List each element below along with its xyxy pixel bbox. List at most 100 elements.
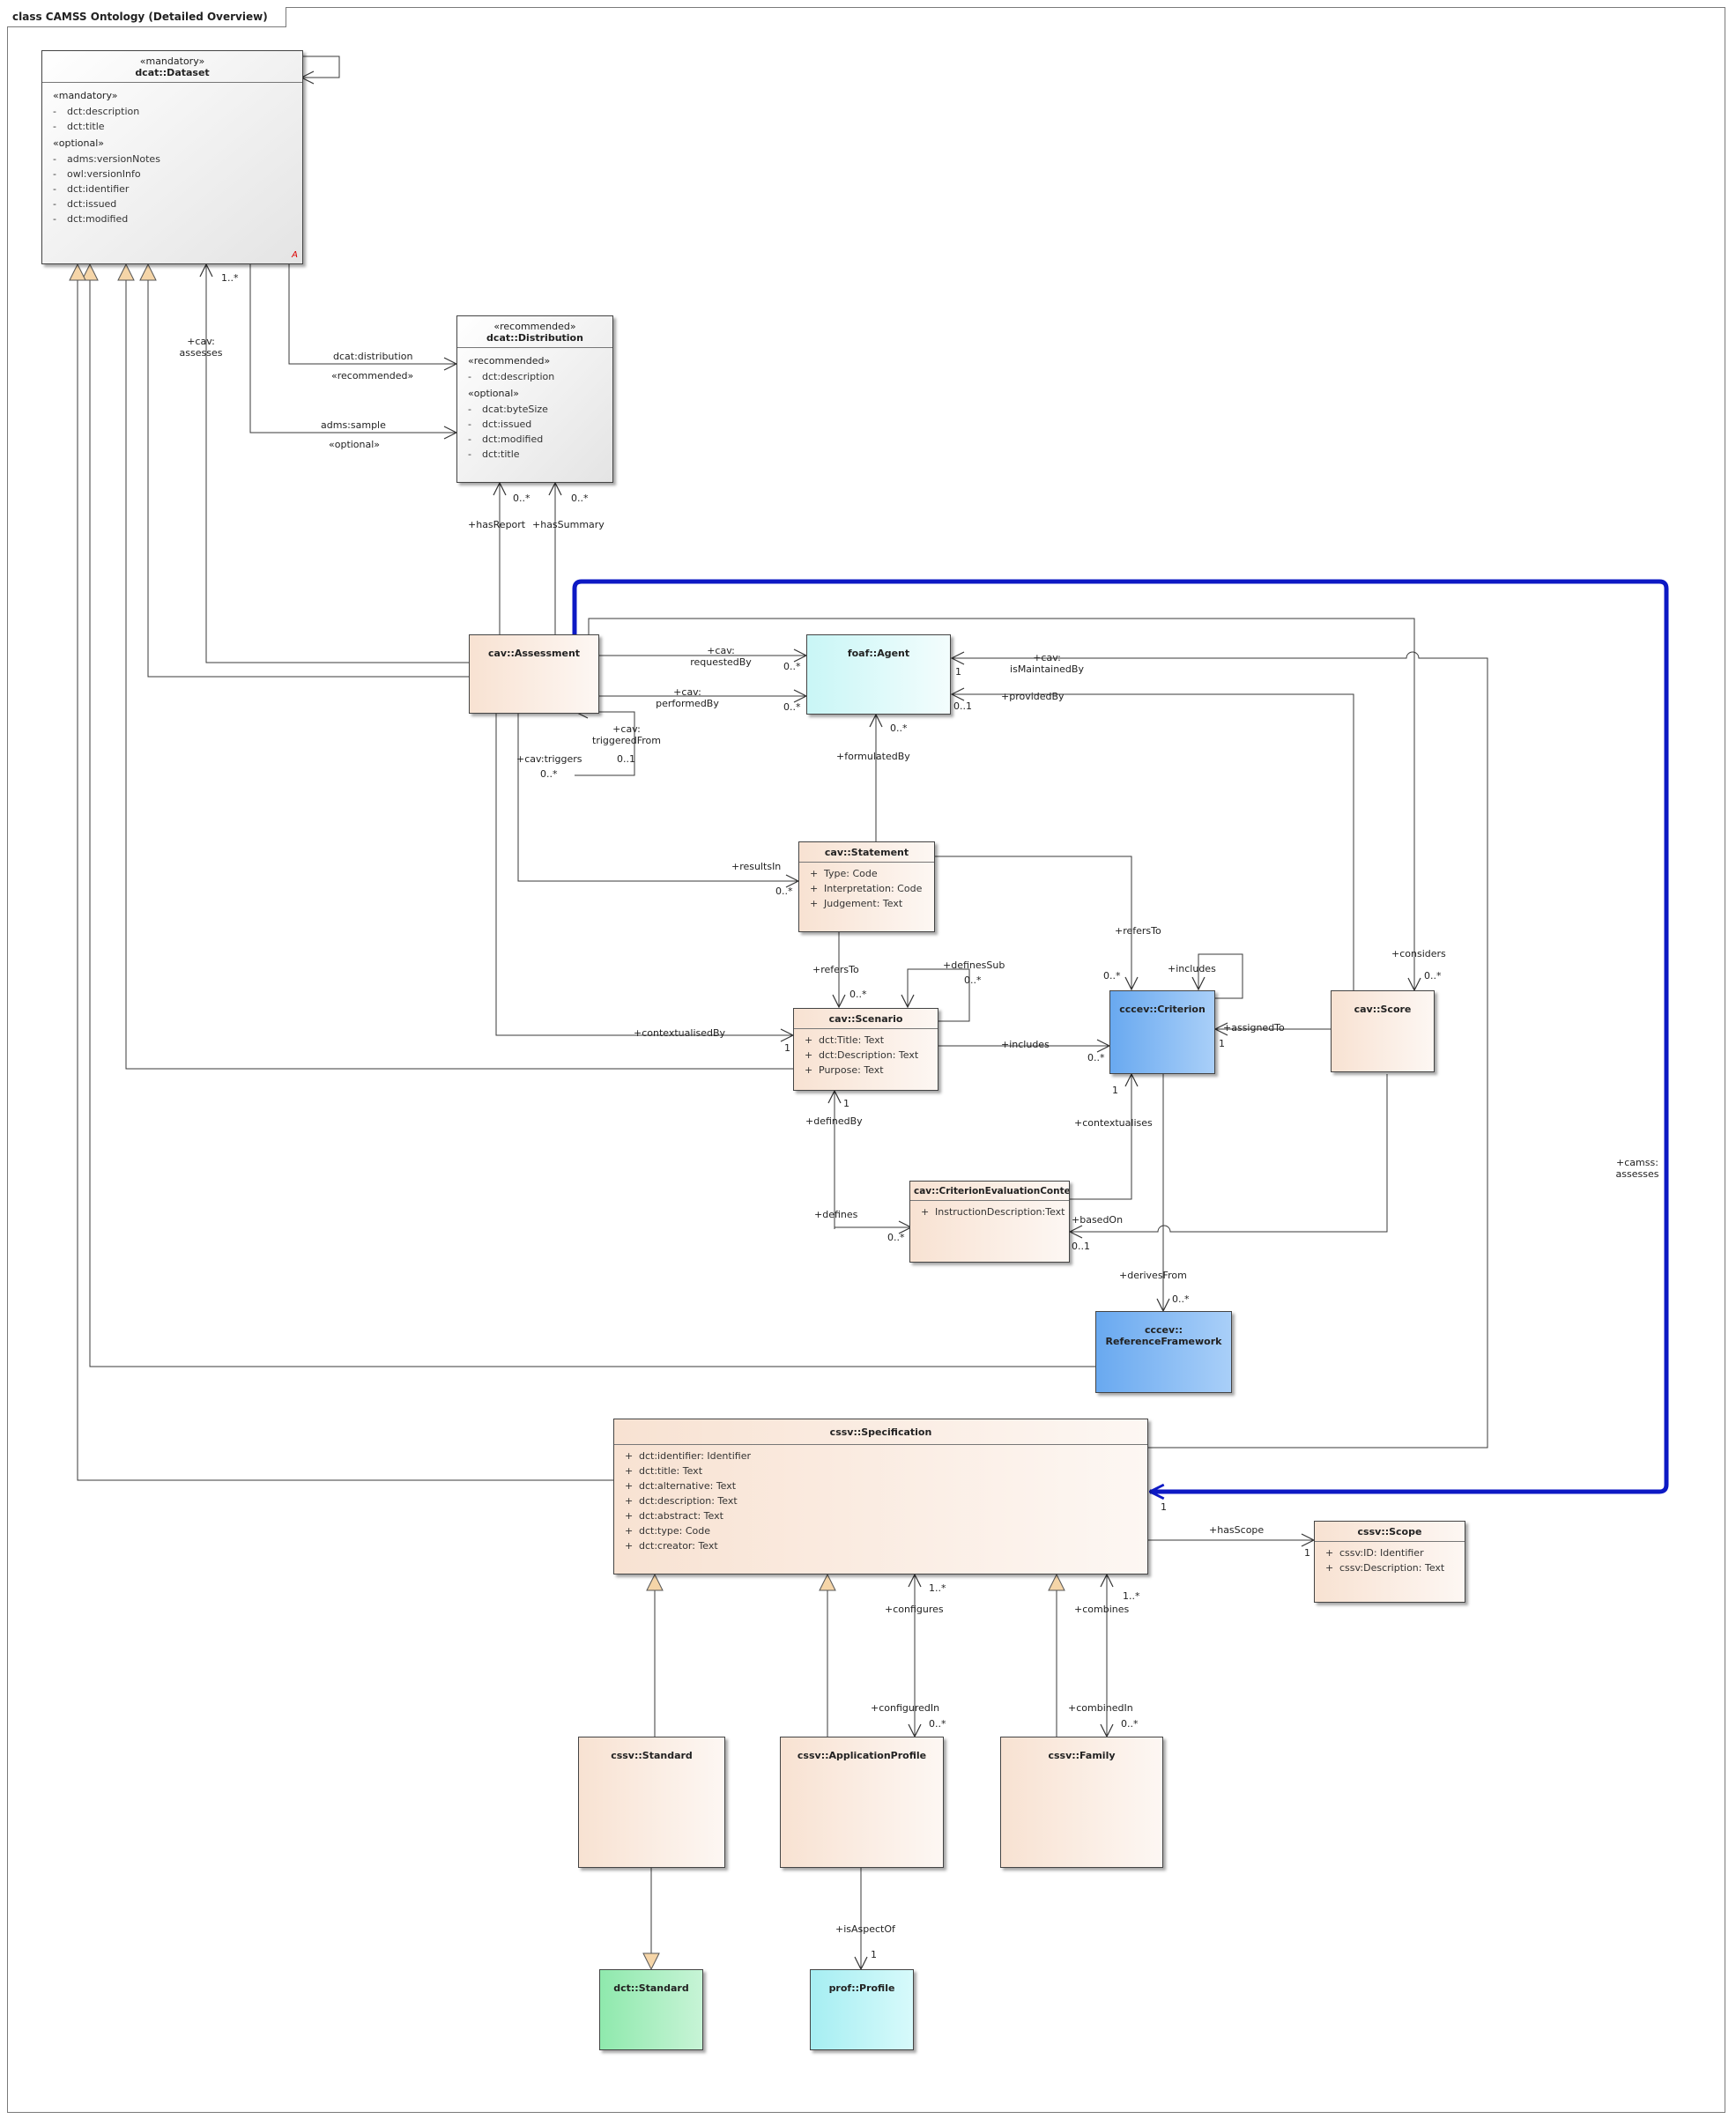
- diagram-title: class CAMSS Ontology (Detailed Overview): [7, 7, 286, 27]
- class-cav-assessment[interactable]: cav::Assessment: [469, 634, 599, 714]
- label-adms-sample: adms:sample: [321, 419, 386, 431]
- statement-attr: +Interpretation: Code: [810, 883, 923, 894]
- scope-name: cssv::Scope: [1357, 1526, 1422, 1537]
- label-assigned-to: +assignedTo: [1223, 1022, 1285, 1034]
- edge-adms-sample: [249, 264, 456, 433]
- label-combines: +combines: [1074, 1604, 1130, 1615]
- statement-attr: +Type: Code: [810, 868, 878, 879]
- dataset-name: dcat::Dataset: [135, 67, 210, 78]
- label-dcat-distribution: dcat:distribution: [333, 351, 413, 362]
- dataset-mandatory-label: «mandatory»: [53, 90, 118, 101]
- label-combines-multiplicity: 1..*: [1123, 1590, 1140, 1602]
- class-foaf-agent[interactable]: foaf::Agent: [806, 634, 951, 715]
- class-cssv-application-profile[interactable]: cssv::ApplicationProfile: [780, 1737, 944, 1868]
- label-performed-by: +cav: performedBy: [656, 686, 719, 709]
- label-combined-multiplicity: 0..*: [1121, 1718, 1139, 1730]
- class-dcat-distribution[interactable]: «recommended» dcat::Distribution «recomm…: [456, 315, 613, 483]
- label-derives-multiplicity: 0..*: [1172, 1293, 1190, 1305]
- class-cav-statement[interactable]: cav::Statement +Type: Code +Interpretati…: [798, 841, 935, 932]
- dataset-optional-label: «optional»: [53, 137, 105, 149]
- label-has-scope: +hasScope: [1209, 1524, 1265, 1536]
- abstract-marker: A: [292, 250, 298, 260]
- distribution-attr: -dcat:byteSize: [468, 404, 548, 415]
- label-considers-multiplicity: 0..*: [1424, 970, 1442, 982]
- specification-name: cssv::Specification: [829, 1426, 932, 1438]
- dataset-attr: -owl:versionInfo: [53, 168, 141, 180]
- profile-name: prof::Profile: [828, 1982, 895, 1994]
- class-prof-profile[interactable]: prof::Profile: [810, 1969, 914, 2050]
- edge-provided-by: [952, 694, 1354, 990]
- application-profile-name: cssv::ApplicationProfile: [797, 1750, 927, 1761]
- label-distribution-mult-2: 0..*: [571, 493, 589, 504]
- class-cssv-scope[interactable]: cssv::Scope +cssv:ID: Identifier +cssv:D…: [1314, 1521, 1465, 1603]
- class-cssv-specification[interactable]: cssv::Specification +dct:identifier: Ide…: [613, 1419, 1148, 1574]
- distribution-attr: -dct:issued: [468, 419, 532, 430]
- label-requested-multiplicity: 0..*: [783, 661, 801, 672]
- class-cssv-standard[interactable]: cssv::Standard: [578, 1737, 725, 1868]
- specification-attr: +dct:identifier: Identifier: [625, 1450, 751, 1462]
- label-performed-multiplicity: 0..*: [783, 701, 801, 713]
- dataset-attr: -dct:description: [53, 106, 140, 117]
- label-statement-refers-multiplicity: 0..*: [849, 989, 867, 1000]
- label-recommended-stereotype: «recommended»: [331, 370, 414, 382]
- specification-attr: +dct:abstract: Text: [625, 1510, 723, 1522]
- dataset-attr: -dct:issued: [53, 198, 117, 210]
- label-cav-assesses: +cav: assesses: [179, 336, 223, 359]
- distribution-name: dcat::Distribution: [486, 332, 583, 344]
- class-cav-criterion-evaluation-context[interactable]: cav::CriterionEvaluationContext +Instruc…: [909, 1181, 1070, 1263]
- statement-attr: +Judgement: Text: [810, 898, 903, 909]
- dct-standard-name: dct::Standard: [613, 1982, 689, 1994]
- label-scenario-multiplicity: 1: [784, 1042, 790, 1054]
- label-derives-from: +derivesFrom: [1119, 1270, 1187, 1281]
- class-cssv-family[interactable]: cssv::Family: [1000, 1737, 1163, 1868]
- label-is-maintained-by: +cav: isMaintainedBy: [1010, 652, 1084, 675]
- specification-attr: +dct:title: Text: [625, 1465, 703, 1477]
- standard-name: cssv::Standard: [611, 1750, 693, 1761]
- label-scenario-includes-multiplicity: 0..*: [1087, 1052, 1105, 1063]
- label-criterion-refers-multiplicity: 0..*: [1103, 970, 1121, 982]
- label-agent-multiplicity-1: 1: [955, 666, 961, 678]
- label-optional-stereotype: «optional»: [329, 439, 381, 450]
- gen-specification-dataset: [78, 264, 613, 1481]
- label-camss-assesses: +camss: assesses: [1615, 1157, 1659, 1180]
- label-based-on: +basedOn: [1072, 1214, 1124, 1226]
- label-distribution-mult-1: 0..*: [513, 493, 530, 504]
- class-cccev-criterion[interactable]: cccev::Criterion: [1109, 990, 1215, 1074]
- gen-refframework-dataset: [90, 264, 1095, 1367]
- gen-scenario-dataset: [126, 264, 793, 1070]
- label-triggered-from: +cav: triggeredFrom: [592, 723, 661, 746]
- specification-attr: +dct:type: Code: [625, 1525, 710, 1537]
- label-defined-by: +definedBy: [805, 1115, 863, 1127]
- label-configures-multiplicity: 1..*: [929, 1582, 946, 1594]
- score-name: cav::Score: [1354, 1004, 1412, 1015]
- label-defined-multiplicity: 1: [843, 1098, 849, 1109]
- family-name: cssv::Family: [1048, 1750, 1116, 1761]
- edge-is-maintained-by: [952, 652, 1488, 1448]
- criterion-context-attr: +InstructionDescription:Text: [921, 1206, 1065, 1218]
- class-dct-standard[interactable]: dct::Standard: [599, 1969, 703, 2050]
- label-scenario-includes: +includes: [1001, 1039, 1050, 1050]
- reference-framework-name: ReferenceFramework: [1105, 1336, 1222, 1347]
- label-criterion-multiplicity: 1: [1112, 1085, 1118, 1096]
- class-cav-score[interactable]: cav::Score: [1331, 990, 1435, 1072]
- class-dcat-dataset[interactable]: «mandatory» dcat::Dataset «mandatory» -d…: [41, 50, 303, 264]
- edge-dataset-self: [301, 56, 340, 78]
- label-defines-sub: +definesSub: [943, 959, 1005, 971]
- scenario-attr: +dct:Description: Text: [805, 1049, 919, 1061]
- label-agent-multiplicity-01: 0..1: [953, 700, 972, 712]
- class-cav-scenario[interactable]: cav::Scenario +dct:Title: Text +dct:Desc…: [793, 1008, 938, 1091]
- dataset-stereotype: «mandatory»: [139, 56, 205, 67]
- dataset-attr: -dct:title: [53, 121, 105, 132]
- label-criterion-refers-to: +refersTo: [1115, 925, 1161, 937]
- edge-cav-assesses: [206, 264, 469, 663]
- scenario-attr: +dct:Title: Text: [805, 1034, 885, 1046]
- label-aspect-multiplicity: 1: [871, 1949, 877, 1960]
- label-combined-in: +combinedIn: [1068, 1702, 1133, 1714]
- edge-dcat-distribution: [288, 264, 456, 364]
- class-cccev-reference-framework[interactable]: cccev:: ReferenceFramework: [1095, 1311, 1232, 1393]
- distribution-optional-label: «optional»: [468, 388, 520, 399]
- criterion-context-name: cav::CriterionEvaluationContext: [914, 1186, 1070, 1197]
- edge-camss-assesses: [572, 579, 1669, 1492]
- statement-name: cav::Statement: [824, 847, 909, 858]
